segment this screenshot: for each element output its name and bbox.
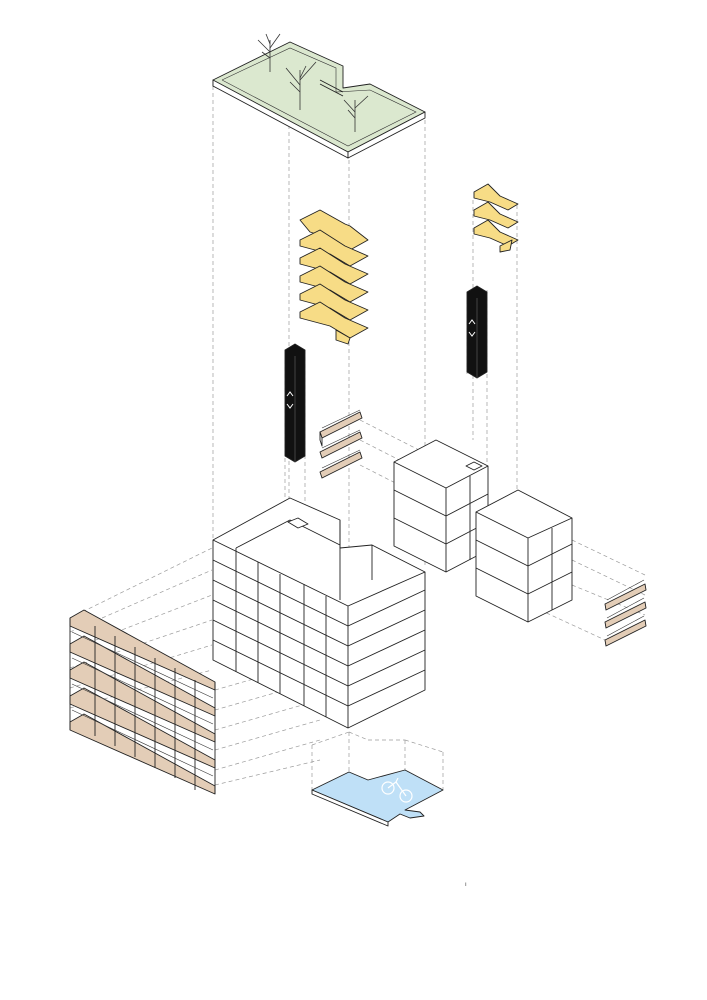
green-roof-slab	[212, 41, 426, 159]
stair-flight-left	[299, 209, 369, 345]
balcony-stack-middle	[319, 409, 363, 479]
bike-storage-floor	[311, 769, 444, 827]
up-down-arrow-icon	[286, 391, 294, 409]
lift-core-left	[284, 343, 306, 463]
footer-mark: ı	[465, 882, 467, 888]
up-down-arrow-icon	[468, 319, 476, 337]
secondary-building-volume-b	[475, 489, 573, 623]
balcony-frame-large	[69, 609, 216, 795]
bicycle-icon	[381, 777, 413, 803]
secondary-building-volume-a	[393, 439, 489, 573]
balcony-stack-right	[604, 579, 647, 647]
main-building-volume	[212, 497, 426, 729]
stair-flight-right	[473, 183, 519, 253]
lift-core-right	[466, 285, 488, 379]
tree-icon	[257, 33, 369, 132]
